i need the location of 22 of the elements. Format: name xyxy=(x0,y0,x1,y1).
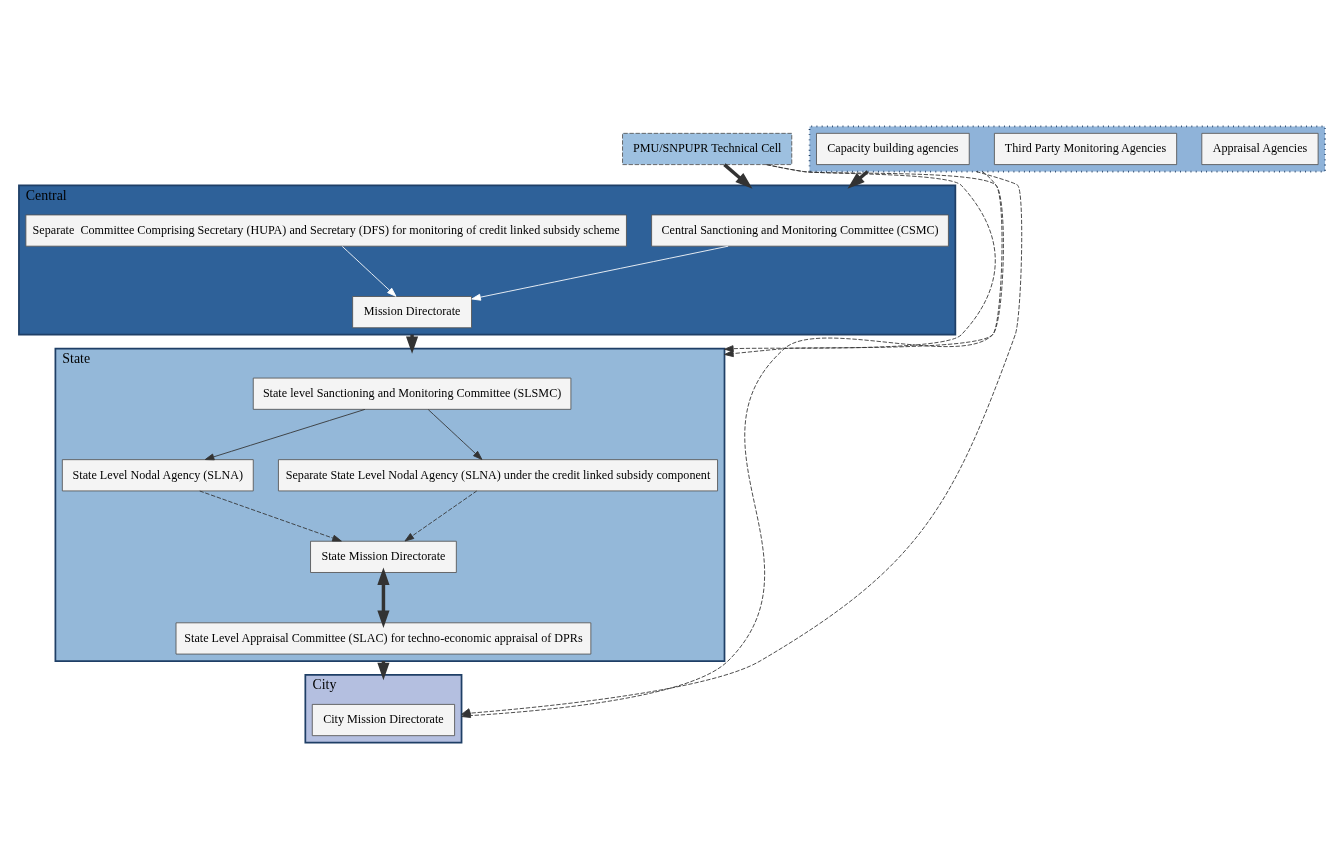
node-box: Third Party Monitoring Agencies xyxy=(993,132,1178,165)
node-box: State Mission Directorate xyxy=(310,540,457,573)
arrow xyxy=(377,567,390,628)
arrow xyxy=(341,245,397,297)
node-box: State Level Appraisal Committee (SLAC) for techno-economic appraisal of DPRs xyxy=(175,621,592,654)
arrow xyxy=(204,408,366,460)
node-box: Separate State Level Nodal Agency (SLNA) under the credit linked subsidy component xyxy=(278,458,718,491)
arrow xyxy=(199,490,342,542)
node-box: Appraisal Agencies xyxy=(1201,132,1319,165)
node-box: Capacity building agencies xyxy=(816,132,970,165)
arrow xyxy=(471,245,729,301)
arrow xyxy=(404,490,478,541)
node-box: PMU/SNPUPR Technical Cell xyxy=(622,132,793,165)
cluster xyxy=(808,125,1326,172)
arrow xyxy=(723,162,753,189)
node-box: Central Sanctioning and Monitoring Committee (CSMC) xyxy=(651,214,949,247)
arrow xyxy=(427,408,483,460)
node-box: State Level Nodal Agency (SLNA) xyxy=(61,458,254,491)
node-box: Separate Committee Comprising Secretary (HUPA) and Secretary (DFS) for monitoring of credit linked subsidy scheme xyxy=(25,214,627,247)
node-box: State level Sanctioning and Monitoring Committee (SLSMC) xyxy=(252,377,572,410)
node-box: City Mission Directorate xyxy=(311,703,456,736)
node-box: Mission Directorate xyxy=(352,295,472,328)
